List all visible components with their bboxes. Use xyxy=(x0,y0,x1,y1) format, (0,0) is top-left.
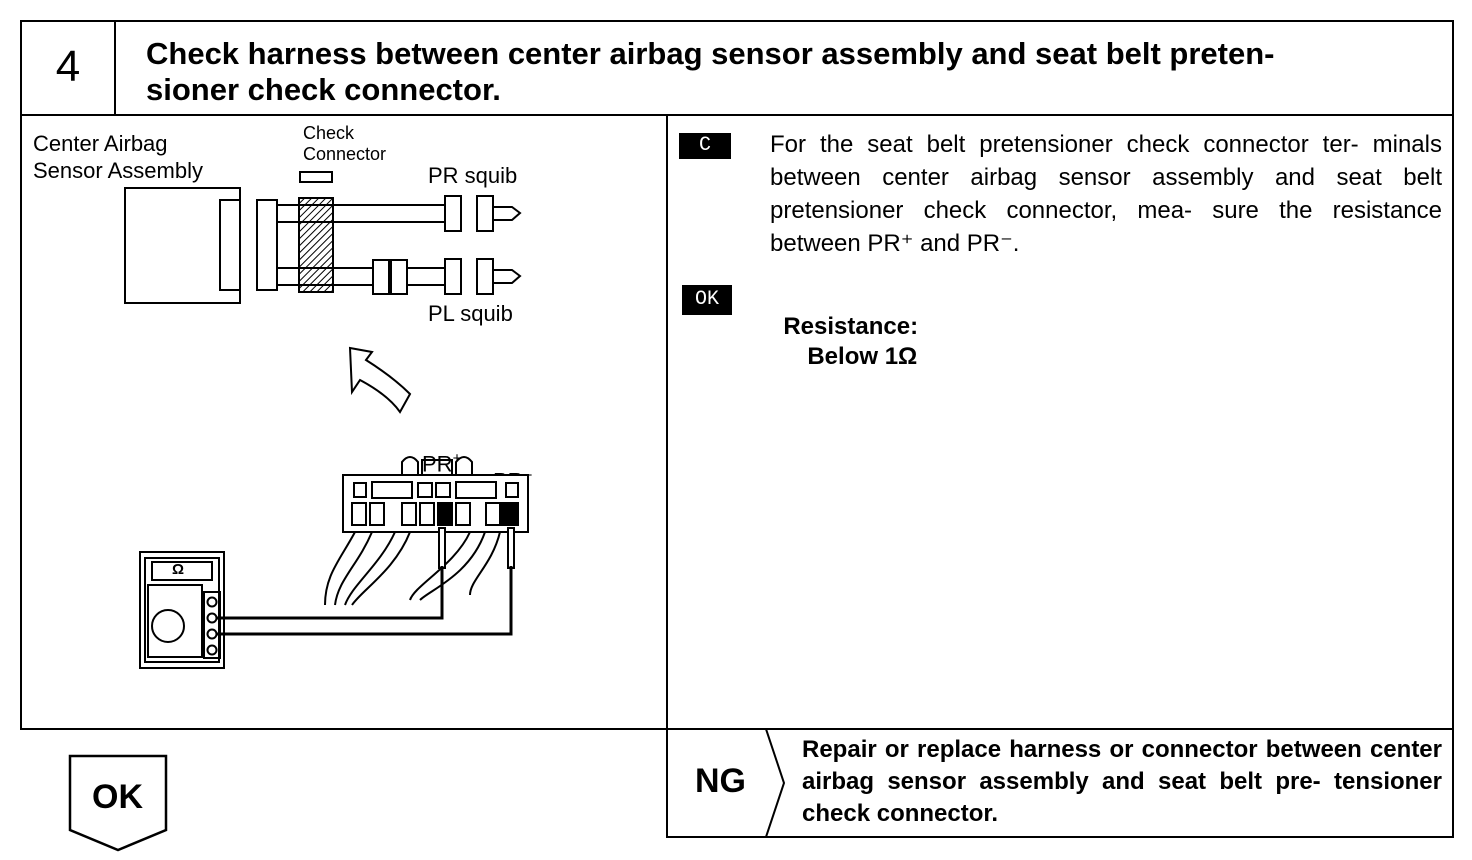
ohmmeter-jack-strip xyxy=(203,591,221,659)
step-title-line-2: sioner check connector. xyxy=(146,72,501,107)
inline-connector-a xyxy=(372,259,390,295)
resistance-row: Resistance: Below 1Ω xyxy=(770,282,918,372)
c-instruction-text: For the seat belt pretensioner check con… xyxy=(770,131,1442,257)
ng-remedy-text: Repair or replace harness or connector b… xyxy=(802,736,1442,827)
pr-plus-sup: + xyxy=(452,450,462,467)
curved-arrow xyxy=(348,346,412,414)
check-connector-label: Check Connector xyxy=(303,123,387,164)
ohmmeter-display xyxy=(151,561,213,581)
pl-squib-connector-b xyxy=(476,258,494,295)
ok-arrow-box xyxy=(68,754,168,852)
pl-squib-label: PL squib xyxy=(428,301,513,326)
ohmmeter-body xyxy=(139,551,225,669)
pr-squib-connector-b xyxy=(476,195,494,232)
ok-badge: OK xyxy=(682,285,732,315)
check-connector-body xyxy=(298,197,334,293)
inline-connector-b xyxy=(390,259,408,295)
pr-plus-label: PR+ xyxy=(422,418,461,477)
test-lead-minus xyxy=(216,566,513,636)
pr-plus-text: PR xyxy=(422,451,453,477)
ok-outcome-label: OK xyxy=(92,778,143,816)
ng-label: NG xyxy=(695,762,746,800)
ng-box xyxy=(666,728,1454,838)
step-title-line-1: Check harness between center airbag sens… xyxy=(146,36,1275,71)
ohmmeter-dial xyxy=(151,609,185,643)
sensor-connector xyxy=(219,199,241,291)
pl-squib-connector-a xyxy=(444,258,462,295)
pr-squib-label: PR squib xyxy=(428,163,518,188)
step-number: 4 xyxy=(55,42,81,91)
ohmmeter-panel xyxy=(147,584,203,658)
ohmmeter-display-symbol: Ω xyxy=(172,561,185,578)
wiring-diagram xyxy=(124,171,529,669)
probe-pr-minus xyxy=(507,527,515,569)
harness-connector xyxy=(256,199,278,291)
pr-squib-tip xyxy=(493,206,522,221)
probe-pr-plus xyxy=(438,527,446,569)
test-lead-plus xyxy=(216,566,444,620)
check-connector-symbol xyxy=(299,171,333,183)
c-badge: C xyxy=(679,133,731,159)
resistance-value: Below 1Ω xyxy=(807,343,918,370)
ng-divider xyxy=(765,729,786,837)
connector-latch xyxy=(401,456,473,475)
pr-squib-connector-a xyxy=(444,195,462,232)
center-sensor-label: Center Airbag Sensor Assembly xyxy=(33,131,203,183)
pl-squib-tip xyxy=(493,269,522,284)
resistance-label: Resistance: xyxy=(783,313,919,340)
